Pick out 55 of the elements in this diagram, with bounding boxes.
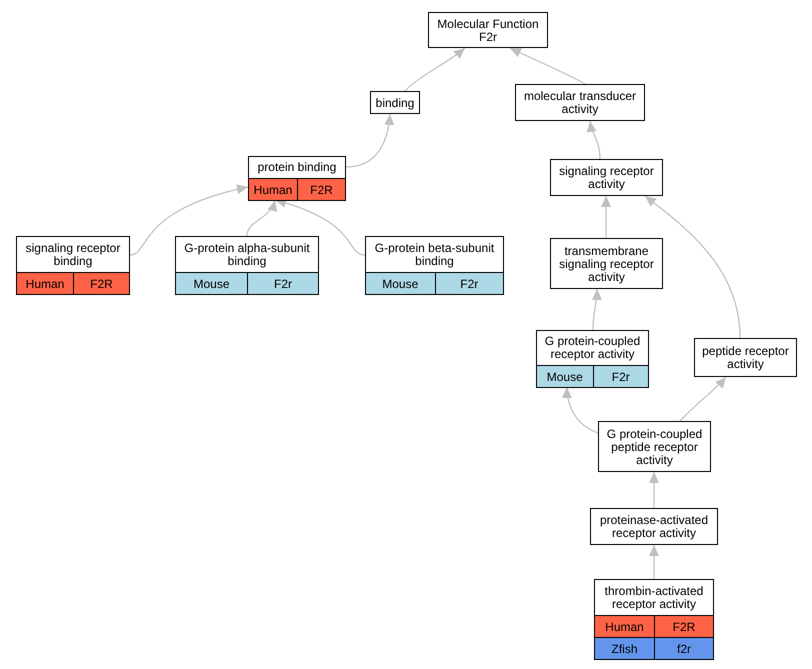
- species-gene-cell: f2r: [654, 637, 714, 660]
- term-label: G protein-coupled peptide receptor activity: [606, 428, 704, 466]
- term-label: peptide receptor activity: [701, 345, 790, 371]
- species-gene-cell: Mouse: [365, 272, 436, 295]
- term-box: [515, 84, 645, 121]
- term-box: [594, 579, 714, 659]
- term-label: protein binding: [258, 161, 336, 174]
- term-label: G-protein beta-subunit binding: [374, 242, 496, 268]
- species-gene-cell: F2R: [73, 272, 130, 295]
- species-gene-cell: Mouse: [536, 365, 594, 388]
- arrow: [404, 48, 466, 92]
- term-label: Molecular Function F2r: [436, 18, 540, 44]
- term-box: [550, 159, 663, 196]
- term-box: [370, 91, 420, 114]
- species-gene-cell: F2r: [434, 272, 504, 295]
- arrow: [680, 376, 726, 422]
- term-box: [536, 330, 649, 387]
- arrow: [510, 47, 586, 85]
- term-box: [365, 236, 504, 294]
- arrow: [130, 184, 248, 256]
- arrow: [601, 196, 612, 238]
- arrow: [346, 114, 394, 168]
- term-label: signaling receptor activity: [558, 165, 655, 191]
- term-box: [16, 236, 130, 294]
- term-box: [550, 238, 663, 289]
- species-gene-cell: F2R: [297, 178, 346, 201]
- species-gene-cell: Mouse: [175, 272, 248, 295]
- species-gene-cell: Zfish: [594, 637, 655, 660]
- term-box: [428, 12, 548, 48]
- term-label: transmembrane signaling receptor activity: [558, 244, 655, 284]
- term-box: [694, 338, 797, 377]
- arrow: [562, 386, 598, 434]
- term-label: molecular transducer activity: [522, 90, 638, 116]
- term-box: [590, 508, 718, 545]
- species-gene-cell: F2R: [654, 615, 714, 638]
- species-gene-cell: Human: [248, 178, 298, 201]
- species-gene-cell: Human: [594, 615, 655, 638]
- term-box: [598, 421, 711, 472]
- term-box: [248, 156, 346, 200]
- species-gene-cell: F2r: [592, 365, 649, 388]
- term-label: binding: [376, 96, 414, 110]
- term-label: signaling receptor binding: [24, 242, 122, 268]
- species-gene-cell: Human: [16, 272, 74, 295]
- term-label: proteinase-activated receptor activity: [598, 514, 710, 540]
- arrow: [649, 472, 660, 508]
- species-gene-cell: F2r: [247, 272, 319, 295]
- term-box: [175, 236, 319, 294]
- arrow: [644, 196, 741, 338]
- arrow: [592, 288, 602, 330]
- term-label: G-protein alpha-subunit binding: [183, 242, 311, 268]
- arrow: [246, 200, 276, 236]
- term-label: thrombin-activated receptor activity: [604, 584, 704, 610]
- arrow: [649, 545, 659, 579]
- term-label: G protein-coupled receptor activity: [544, 335, 642, 361]
- arrow: [587, 120, 601, 160]
